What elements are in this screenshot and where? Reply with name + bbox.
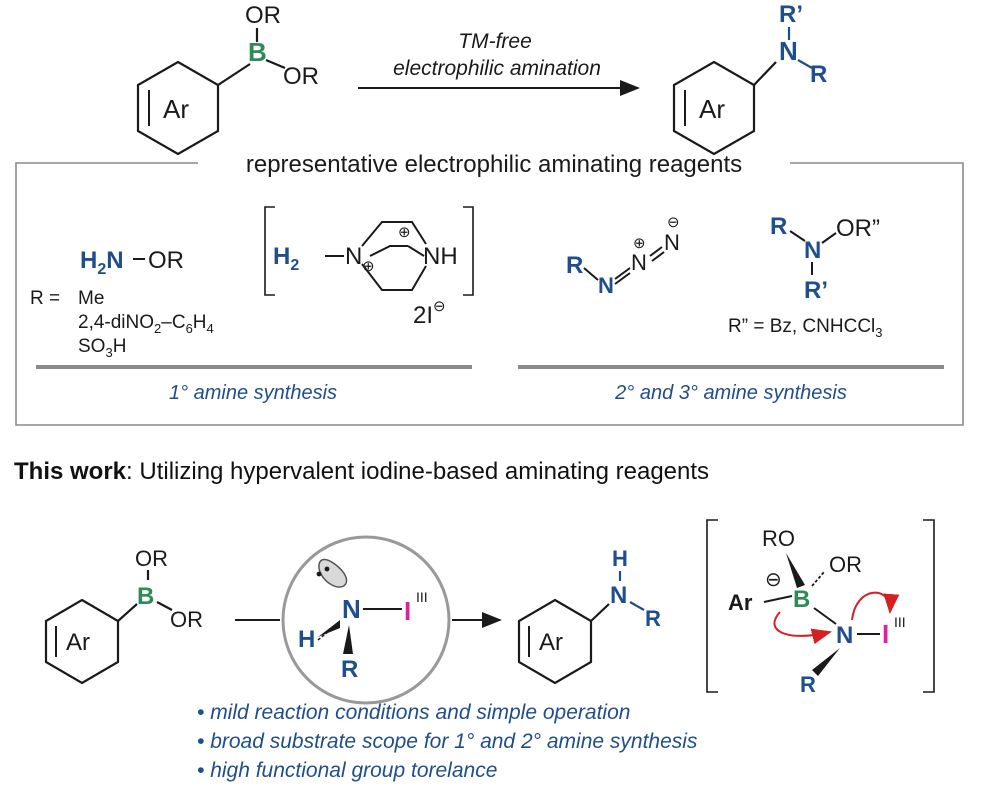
r-group-list: R = Me 2,4-diNO2–C6H4 SO3H (30, 288, 214, 360)
reagents-box: representative electrophilic aminating r… (15, 151, 964, 426)
substituent-label: OR (245, 2, 281, 29)
hypervalent-iodine-reagent: N I III H R (281, 535, 451, 705)
list-item: broad substrate scope for 1° and 2° amin… (197, 727, 697, 756)
electron-push-arrow (773, 611, 832, 645)
svg-text:H2: H2 (273, 243, 299, 274)
svg-text:R’: R’ (804, 277, 828, 304)
svg-text:N: N (836, 622, 853, 649)
ring-label: Ar (699, 94, 725, 124)
bottom-product-arylamine: Ar H N R (517, 546, 661, 685)
svg-text:R: R (770, 213, 787, 240)
svg-text:N: N (610, 582, 627, 609)
arrow-label-line1: TM-free (458, 30, 532, 53)
svg-text:N: N (804, 237, 821, 264)
svg-text:III: III (894, 614, 906, 630)
boron-atom: B (248, 37, 267, 67)
n-substituent-label: R (810, 61, 827, 88)
svg-text:R: R (800, 672, 816, 697)
svg-text:RO: RO (762, 526, 795, 551)
aminium-salt-reagent: H2 N ⊕ ⊕ NH 2I⊖ (264, 206, 474, 329)
svg-text:R” = Bz, CNHCCl3: R” = Bz, CNHCCl3 (728, 316, 883, 340)
o-substituted-hydroxylamine-reagent: R N OR” R’ R” = Bz, CNHCCl3 (728, 213, 883, 340)
svg-text:Ar: Ar (66, 629, 90, 656)
this-work-heading: This work: Utilizing hypervalent iodine-… (14, 458, 709, 486)
substituent-label: OR (283, 63, 319, 90)
svg-text:N: N (598, 273, 614, 298)
svg-text:2I⊖: 2I⊖ (413, 298, 446, 329)
svg-text:Ar: Ar (728, 590, 753, 615)
organic-azide-reagent: R N N ⊕ N ⊖ (566, 214, 680, 298)
ring-label: Ar (163, 94, 189, 124)
svg-text:2,4-diNO2–C6H4: 2,4-diNO2–C6H4 (78, 312, 214, 336)
svg-text:OR: OR (135, 546, 168, 571)
bottom-reactant-arylboronate: Ar OR B OR (44, 546, 203, 685)
caption-secondary: 2° and 3° amine synthesis (614, 382, 847, 404)
amine-group: NH (423, 243, 458, 270)
svg-text:H: H (612, 546, 628, 571)
svg-text:N: N (631, 250, 647, 275)
this-work-bold: This work (14, 458, 127, 485)
top-product-arylamine: Ar R’ N R (672, 1, 827, 156)
svg-text:R =: R = (30, 288, 60, 309)
n-substituent-label: R’ (779, 1, 803, 28)
cation-charge: ⊕ (398, 224, 411, 241)
list-item: mild reaction conditions and simple oper… (197, 698, 697, 727)
electron-push-arrow (851, 591, 900, 621)
svg-text:N: N (664, 230, 680, 255)
svg-text:I: I (404, 596, 411, 626)
svg-text:OR”: OR” (836, 215, 880, 242)
svg-text:R: R (645, 606, 661, 631)
svg-text:R: R (566, 252, 583, 279)
svg-text:B: B (793, 586, 810, 613)
svg-text:Ar: Ar (539, 629, 563, 656)
cation-charge: ⊕ (362, 258, 375, 275)
svg-text:⊖: ⊖ (667, 214, 680, 231)
nitrogen-atom: N (345, 243, 362, 270)
list-item: high functional group torelance (197, 756, 697, 785)
feature-list: mild reaction conditions and simple oper… (197, 698, 697, 785)
svg-text:OR: OR (829, 552, 862, 577)
top-reaction-arrow: TM-free electrophilic amination (358, 30, 640, 96)
arrow-label-line2: electrophilic amination (393, 57, 601, 80)
box-title: representative electrophilic aminating r… (246, 151, 742, 178)
this-work-text: : Utilizing hypervalent iodine-based ami… (126, 458, 710, 485)
lone-pair-orbital (318, 558, 348, 588)
svg-text:⊖: ⊖ (765, 569, 782, 591)
mechanism-intermediate: RO OR ⊖ Ar B N I III R (706, 519, 935, 697)
top-reactant-arylboronate: Ar OR B OR (136, 2, 319, 156)
svg-text:B: B (137, 583, 154, 610)
svg-text:H2N: H2N (80, 247, 124, 278)
svg-text:Me: Me (78, 288, 104, 309)
svg-text:H: H (298, 626, 315, 653)
svg-text:R: R (341, 656, 358, 683)
svg-text:SO3H: SO3H (78, 336, 126, 360)
svg-text:OR: OR (170, 607, 203, 632)
or-group: OR (148, 247, 184, 274)
caption-primary: 1° amine synthesis (169, 382, 337, 404)
hydroxylamine-reagent: H2N OR (80, 247, 184, 278)
svg-text:III: III (416, 589, 428, 605)
svg-text:⊕: ⊕ (633, 235, 646, 252)
svg-text:N: N (342, 594, 361, 624)
nitrogen-atom: N (779, 36, 798, 66)
svg-text:I: I (882, 619, 889, 649)
